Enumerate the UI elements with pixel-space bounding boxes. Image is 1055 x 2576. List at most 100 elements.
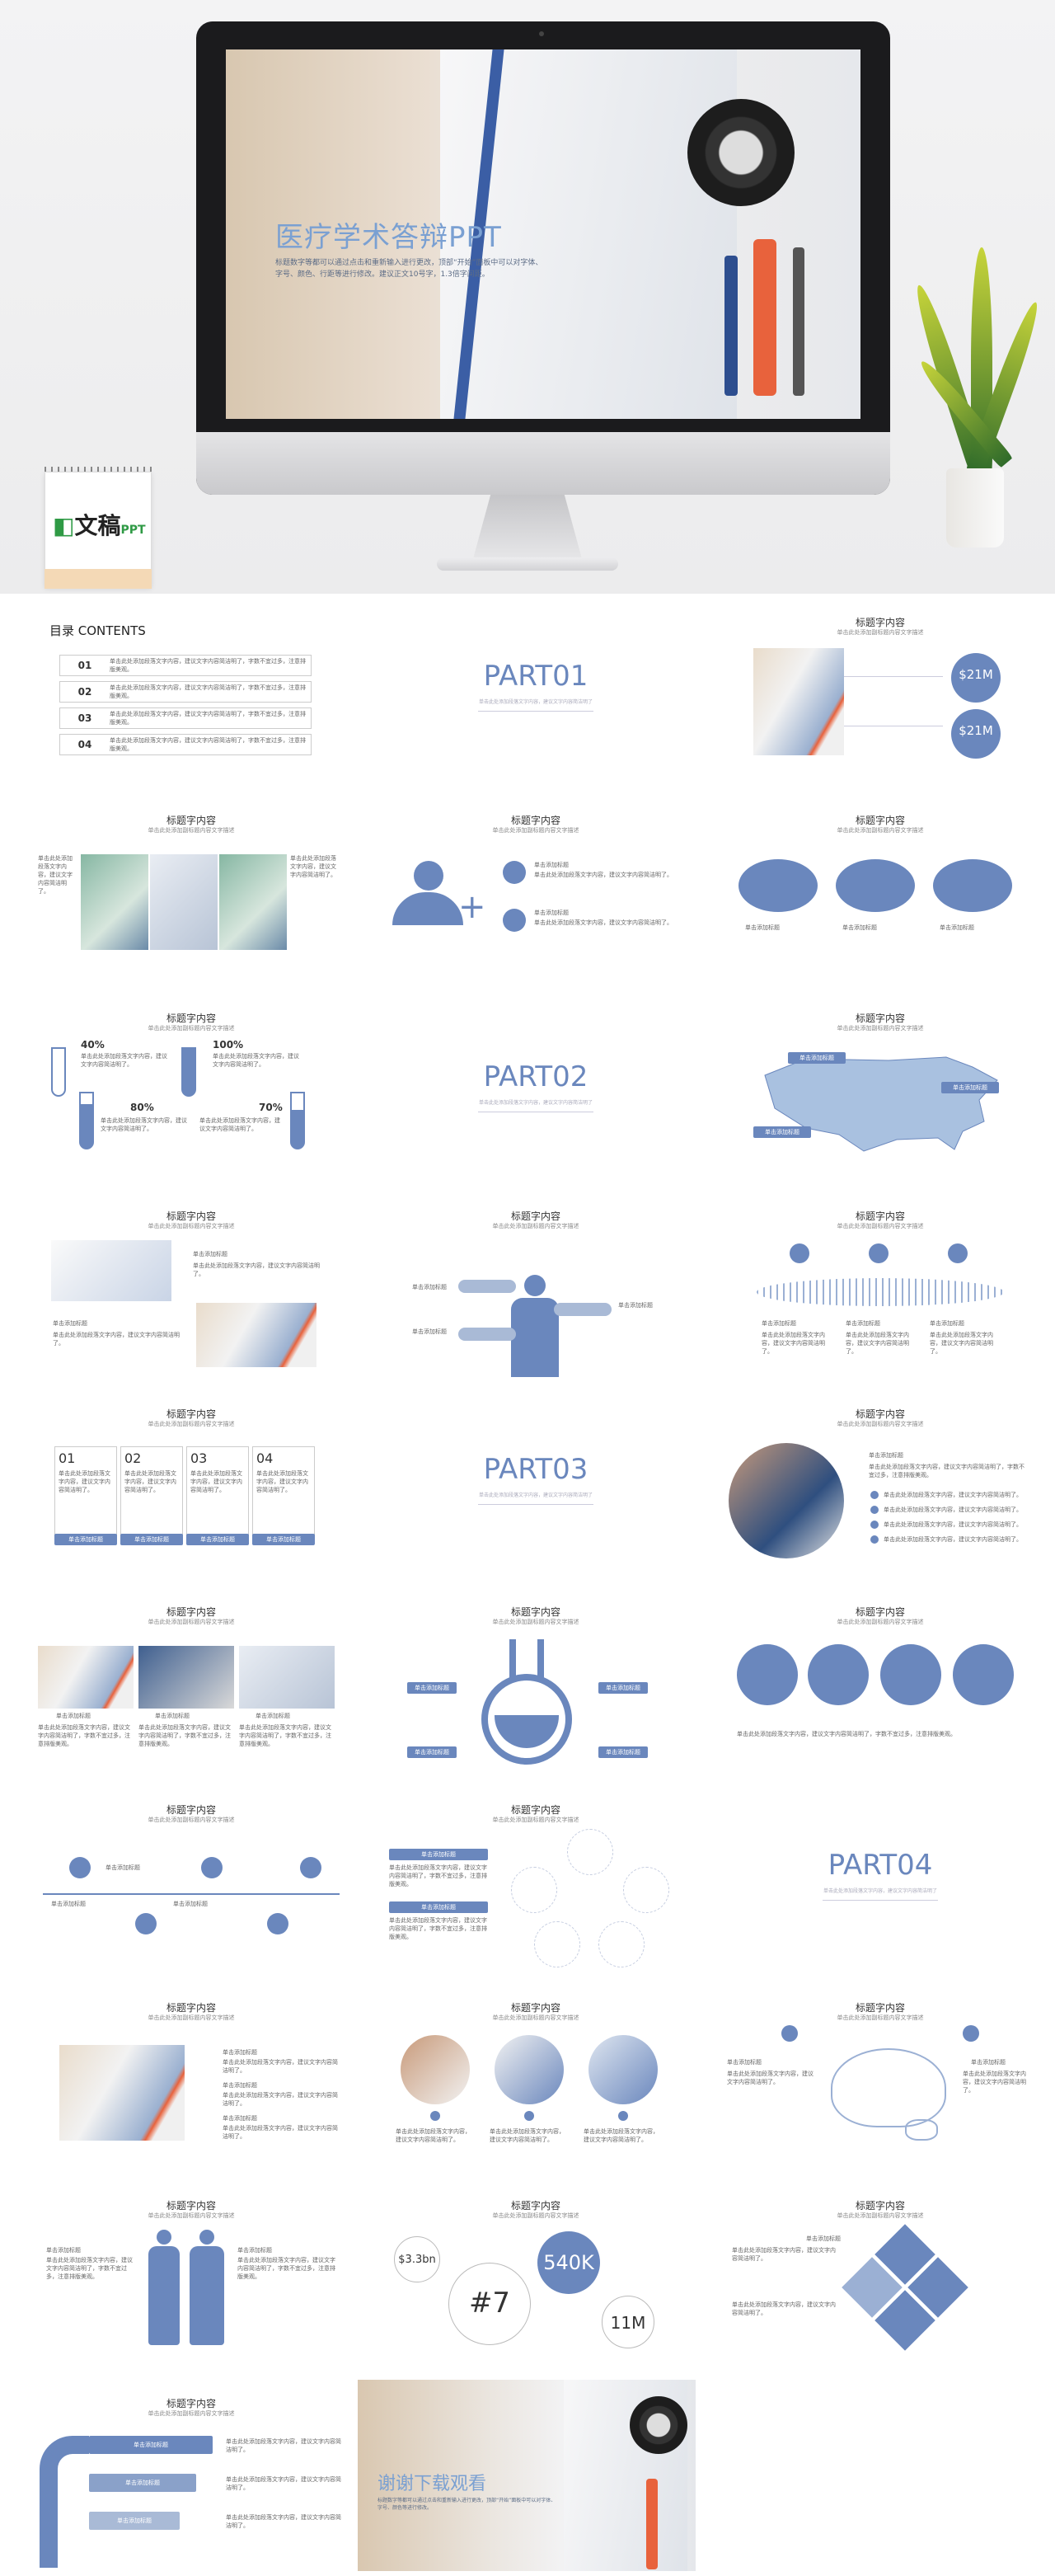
circle-photo [401,2035,470,2104]
body-label-bar [458,1328,516,1341]
monitor-stand [471,495,584,562]
slide-part04: PART04 单击此处添加段落文字内容，建议文字内容简洁明了 [724,1798,1037,1975]
dashed-circle [623,1867,669,1913]
doctor-photo [38,1646,134,1709]
head-icon [524,1275,546,1296]
user-body-icon [392,892,463,925]
stat-circle: $21M [951,709,1001,759]
circle-photo [729,1443,844,1558]
dashed-circle [598,1921,645,1967]
dna-helix [757,1278,1004,1306]
female-figure-icon [148,2246,180,2345]
plant-pot [946,468,1004,548]
body-label-bar [458,1280,516,1293]
dashed-circle [511,1867,557,1913]
stat-circle: #7 [448,2263,531,2345]
equipment-photo [150,854,218,950]
part-title: PART02 [483,1060,588,1093]
test-tube-icon [79,1092,94,1149]
search-icon [503,909,526,932]
doctor-photo [753,648,844,755]
check-icon [870,1506,879,1514]
contents-title: 目录 CONTENTS [49,623,146,638]
slide-photo-strip: 标题字内容 单击此处添加副标题内容文字描述 单击此处添加段落文字内容，建议文字内… [35,808,348,985]
stethoscope-photo [687,99,795,206]
slide-circle-photo-list: 标题字内容 单击此处添加副标题内容文字描述 单击添加标题 单击此处添加段落文字内… [724,1402,1037,1579]
calendar-logo-card [45,472,152,587]
timeline-node-icon [135,1913,157,1934]
part-title: PART04 [828,1849,933,1882]
slide-human-figures: 标题字内容 单击此处添加副标题内容文字描述 单击添加标题 单击此处添加段落文字内… [35,2193,348,2371]
monitor-mockup: 医疗学术答辩PPT 标题数字等都可以通过点击和重新输入进行更改，顶部“开始”面板… [196,21,890,495]
consult-photo [138,1646,234,1709]
usa-map-shape [764,1056,998,1152]
brain-pin-icon [963,2025,979,2042]
timeline-node-icon [69,1857,91,1878]
hero-cover: 医疗学术答辩PPT 标题数字等都可以通过点击和重新输入进行更改，顶部“开始”面板… [0,0,1055,594]
percent-label: 80% [130,1102,154,1113]
slide-part01: PART01 单击此处添加段落文字内容，建议文字内容简洁明了 [379,610,692,787]
cover-title: 医疗学术答辩PPT [275,221,502,254]
percent-label: 40% [81,1039,105,1051]
stat-circle: $3.3bn [394,2236,440,2282]
brain-illustration [831,2048,946,2127]
slide-timeline: 标题字内容 单击此处添加副标题内容文字描述 单击添加标题 单击添加标题 单击添加… [35,1798,348,1975]
contents-item: 01 单击此处添加段落文字内容，建议文字内容简洁明了，字数不宜过多，注意排版美观… [59,655,312,676]
male-figure-icon [190,2246,224,2345]
contents-item: 02 单击此处添加段落文字内容，建议文字内容简洁明了，字数不宜过多，注意排版美观… [59,681,312,703]
map-label: 单击添加标题 [788,1052,846,1064]
user-head-icon [414,861,443,891]
body-label-bar [554,1303,612,1316]
slide-brain: 标题字内容 单击此处添加副标题内容文字描述 单击添加标题 单击添加标题 单击此处… [724,1995,1037,2173]
timeline-node-icon [300,1857,321,1878]
thank-you-subtitle: 标题数字等都可以通过点击和重新输入进行更改，顶部“开始”面板中可以对字体、字号、… [377,2498,556,2511]
part-title: PART01 [483,660,588,693]
speech-bubble [933,859,1012,912]
contents-list: 01 单击此处添加段落文字内容，建议文字内容简洁明了，字数不宜过多，注意排版美观… [59,655,312,755]
timeline-node-icon [267,1913,288,1934]
stethoscope-photo [51,1240,171,1301]
phone-icon [880,1644,941,1705]
timeline-node-icon [201,1857,223,1878]
slide-three-photos: 标题字内容 单击此处添加副标题内容文字描述 单击添加标题 单击添加标题 单击添加… [35,1600,348,1777]
send-icon [503,861,526,884]
check-icon [870,1491,879,1499]
slide-dashed-circles: 标题字内容 单击此处添加副标题内容文字描述 单击添加标题 单击此处添加段落文字内… [379,1798,692,1975]
hospital-photo [81,854,148,950]
part-title: PART03 [483,1453,588,1486]
slide-human-body: 标题字内容 单击此处添加副标题内容文字描述 单击添加标题 单击添加标题 单击添加… [379,1204,692,1381]
hospital-photo [219,854,287,950]
stat-circle: 11M [602,2296,654,2348]
cover-slide: 医疗学术答辩PPT 标题数字等都可以通过点击和重新输入进行更改，顶部“开始”面板… [226,49,860,419]
cover-subtitle: 标题数字等都可以通过点击和重新输入进行更改，顶部“开始”面板中可以对字体、字号、… [275,259,543,279]
doctor-photo [196,1303,316,1367]
monitor-chin [196,432,890,495]
doctor-photo [59,2045,185,2141]
bulb-icon [953,1644,1014,1705]
speech-bubble [836,859,915,912]
timeline-axis [43,1893,340,1895]
stat-circle: 540K [537,2231,600,2294]
slide-thank-you: 谢谢下载观看 标题数字等都可以通过点击和重新输入进行更改，顶部“开始”面板中可以… [358,2380,696,2571]
thank-you-title: 谢谢下载观看 [377,2474,487,2494]
brand-logo: ◧文稿PPT [53,512,146,539]
slide-test-tubes: 标题字内容 单击此处添加副标题内容文字描述 40% 100% 80% 70% 单… [35,1006,348,1183]
plus-icon: + [458,888,486,926]
flask-icon [481,1674,572,1765]
dna-icon [869,1243,889,1263]
slide-two-photos: 标题字内容 单击此处添加副标题内容文字描述 单击添加标题 单击此处添加段落文字内… [35,1204,348,1381]
arrow-shape [40,2436,89,2568]
dna-icon [790,1243,809,1263]
dashed-circle [567,1829,613,1875]
check-icon [870,1535,879,1544]
briefcase-icon [737,1644,798,1705]
slide-arrows: 标题字内容 单击此处添加副标题内容文字描述 单击添加标题 单击添加标题 单击添加… [35,2391,348,2569]
contents-item: 04 单击此处添加段落文字内容，建议文字内容简洁明了，字数不宜过多，注意排版美观… [59,734,312,755]
check-icon [870,1521,879,1529]
slide-dna: 标题字内容 单击此处添加副标题内容文字描述 单击添加标题 单击添加标题 单击添加… [724,1204,1037,1381]
tablet-photo [239,1646,335,1709]
slide-four-icons: 标题字内容 单击此处添加副标题内容文字描述 单击此处添加段落文字内容，建议文字内… [724,1600,1037,1777]
